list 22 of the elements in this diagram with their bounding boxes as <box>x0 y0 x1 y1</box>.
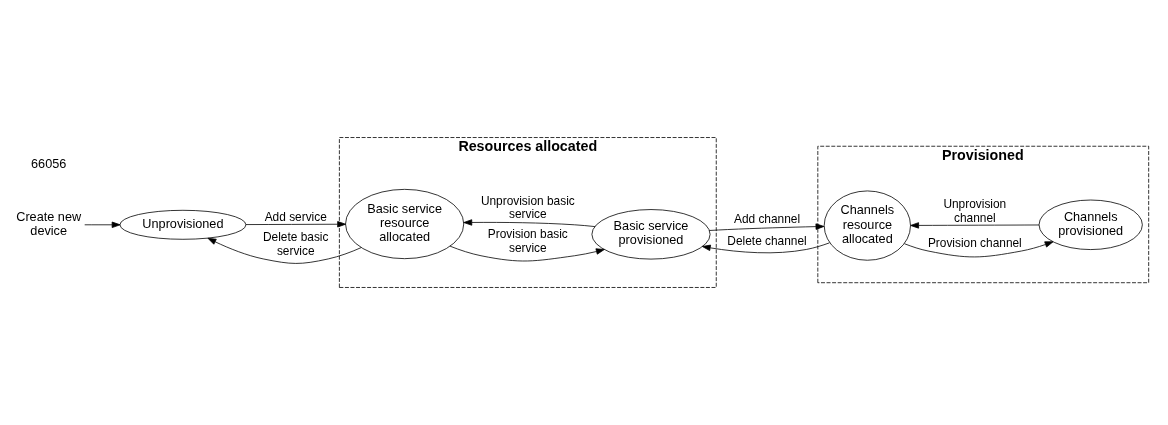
edge-label: Unprovision channel <box>943 197 1007 225</box>
edge-label: Provision basic service <box>487 227 568 255</box>
edge-label: Delete basic service <box>263 230 329 258</box>
edge-label: Add service <box>264 209 327 224</box>
edge-label: Unprovision basic service <box>480 193 575 222</box>
node-text: Create new device <box>16 209 82 238</box>
edge-label: Provision channel <box>927 236 1022 251</box>
node-ellipse: Basic service resource allocated <box>345 188 465 260</box>
label: 66056 <box>31 156 67 171</box>
arrow <box>904 241 1054 258</box>
arrow <box>245 221 346 228</box>
arrow <box>910 222 1040 229</box>
node-ellipse: Unprovisioned <box>119 209 247 240</box>
arrow <box>207 237 362 264</box>
arrow <box>449 245 605 262</box>
arrow <box>708 223 825 231</box>
node-ellipse: Channels resource allocated <box>823 190 911 261</box>
arrow <box>84 221 121 228</box>
arrow <box>701 242 830 254</box>
arrow <box>463 219 596 227</box>
edge-label: Delete channel <box>727 234 807 249</box>
edge-label: Add channel <box>733 212 801 227</box>
